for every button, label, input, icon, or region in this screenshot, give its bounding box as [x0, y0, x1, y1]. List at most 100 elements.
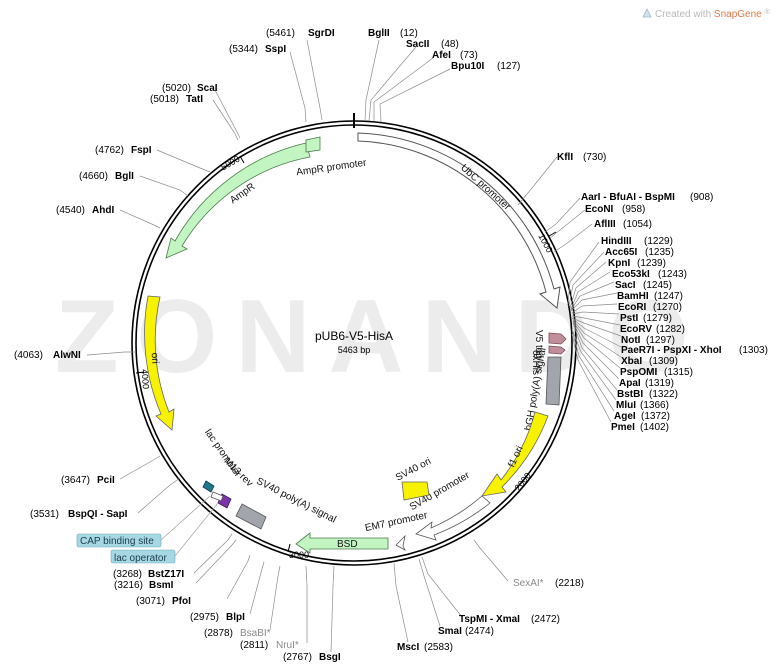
sv40-promoter-arrow[interactable]: [415, 495, 491, 541]
site-name[interactable]: SacI: [615, 280, 636, 291]
site-name[interactable]: SexAI*: [513, 578, 544, 589]
site-name[interactable]: AfeI: [432, 50, 451, 61]
site-pos[interactable]: (1235): [645, 247, 674, 258]
site-pos[interactable]: (2472): [531, 614, 560, 625]
site-name[interactable]: NruI*: [276, 640, 299, 651]
site-name[interactable]: BamHI: [617, 291, 649, 302]
site-pos[interactable]: (3268): [113, 569, 142, 580]
site-name[interactable]: Acc65I: [605, 247, 637, 258]
site-name[interactable]: HindIII: [601, 236, 632, 247]
site-pos[interactable]: (2811): [240, 640, 268, 651]
site-pos[interactable]: (1279): [643, 313, 672, 324]
site-pos[interactable]: (1303): [739, 345, 768, 356]
site-pos[interactable]: (1309): [649, 356, 678, 367]
site-name[interactable]: EcoRV: [620, 324, 652, 335]
ampr-promoter-arrow[interactable]: [305, 136, 321, 153]
site-name[interactable]: ScaI: [197, 83, 218, 94]
site-name[interactable]: PfoI: [172, 596, 191, 607]
site-pos[interactable]: (730): [583, 152, 606, 163]
site-name[interactable]: EcoRI: [618, 302, 647, 313]
site-name[interactable]: SspI: [265, 44, 286, 55]
site-name[interactable]: SmaI: [438, 626, 462, 637]
site-name[interactable]: BsgI: [319, 652, 341, 663]
site-name[interactable]: BstBI: [617, 389, 643, 400]
site-name[interactable]: KflI: [557, 152, 573, 163]
site-name[interactable]: Eco53kI: [612, 269, 650, 280]
site-name[interactable]: BspQI - SapI: [68, 509, 128, 520]
site-pos[interactable]: (1372): [641, 411, 670, 422]
site-name[interactable]: BsaBI*: [240, 628, 271, 639]
site-pos[interactable]: (3647): [61, 475, 90, 486]
site-name[interactable]: MscI: [397, 642, 419, 653]
site-pos[interactable]: (4762): [95, 145, 124, 156]
site-pos[interactable]: (2583): [424, 642, 453, 653]
cap-binding-box[interactable]: [76, 533, 162, 548]
site-pos[interactable]: (5020): [162, 83, 191, 94]
site-name[interactable]: FspI: [131, 145, 152, 156]
site-pos[interactable]: (2218): [555, 578, 584, 589]
site-pos[interactable]: (908): [690, 192, 713, 203]
site-pos[interactable]: (1322): [649, 389, 678, 400]
site-name[interactable]: NotI: [621, 335, 641, 346]
site-name[interactable]: SacII: [406, 39, 430, 50]
site-name[interactable]: BlpI: [226, 612, 245, 623]
site-name[interactable]: AflIII: [594, 219, 616, 230]
site-pos[interactable]: (1245): [643, 280, 672, 291]
site-name[interactable]: AlwNI: [53, 350, 81, 361]
site-pos[interactable]: (1402): [640, 422, 669, 433]
site-pos[interactable]: (1366): [640, 400, 669, 411]
site-pos[interactable]: (1319): [645, 378, 674, 389]
site-pos[interactable]: (5344): [229, 44, 258, 55]
sv40-ori-box[interactable]: [401, 481, 430, 501]
site-pos[interactable]: (1282): [656, 324, 685, 335]
site-name[interactable]: PaeR7I - PspXI - XhoI: [621, 345, 722, 356]
v5-tag-marker[interactable]: [548, 332, 567, 345]
site-name[interactable]: KpnI: [608, 258, 630, 269]
site-pos[interactable]: (2975): [190, 612, 219, 623]
site-pos[interactable]: (1315): [664, 367, 693, 378]
site-pos[interactable]: (5461): [266, 28, 295, 39]
site-name[interactable]: TspMI - XmaI: [459, 614, 520, 625]
lac-small-a[interactable]: [202, 480, 215, 493]
his6-tag-marker[interactable]: [548, 345, 566, 355]
site-pos[interactable]: (3071): [136, 596, 165, 607]
site-pos[interactable]: (1297): [646, 335, 675, 346]
site-pos[interactable]: (5018): [150, 94, 179, 105]
sv40-polya-box[interactable]: [235, 503, 267, 530]
site-name[interactable]: PmeI: [611, 422, 635, 433]
site-pos[interactable]: (3216): [114, 580, 143, 591]
bsd-arrow[interactable]: [295, 532, 389, 554]
site-pos[interactable]: (48): [441, 39, 459, 50]
ampr-arrow[interactable]: [165, 142, 311, 259]
site-name[interactable]: MluI: [616, 400, 636, 411]
site-pos[interactable]: (958): [622, 204, 645, 215]
site-name[interactable]: EcoNI: [585, 204, 614, 215]
site-name[interactable]: AhdI: [92, 205, 114, 216]
site-name[interactable]: PspOMI: [620, 367, 657, 378]
site-pos[interactable]: (3531): [30, 509, 59, 520]
site-pos[interactable]: (1247): [654, 291, 683, 302]
site-name[interactable]: PciI: [97, 475, 115, 486]
site-pos[interactable]: (73): [460, 50, 478, 61]
site-pos[interactable]: (4660): [79, 171, 108, 182]
site-pos[interactable]: (4540): [56, 205, 85, 216]
site-name[interactable]: BstZ17I: [148, 569, 184, 580]
site-pos[interactable]: (127): [497, 61, 520, 72]
site-name[interactable]: BsmI: [149, 580, 174, 591]
site-name[interactable]: PstI: [620, 313, 639, 324]
site-pos[interactable]: (4063): [14, 350, 43, 361]
site-name[interactable]: ApaI: [619, 378, 641, 389]
site-name[interactable]: AarI - BfuAI - BspMI: [581, 192, 675, 203]
lac-small-b[interactable]: [210, 491, 224, 502]
site-name[interactable]: Bpu10I: [451, 61, 485, 72]
site-name[interactable]: SgrDI: [308, 28, 335, 39]
site-pos[interactable]: (1270): [653, 302, 682, 313]
bgh-polya-box[interactable]: [545, 356, 562, 406]
site-pos[interactable]: (1229): [644, 236, 673, 247]
ubc-promoter-arrow[interactable]: [357, 132, 561, 309]
site-name[interactable]: XbaI: [621, 356, 642, 367]
site-pos[interactable]: (2878): [204, 628, 233, 639]
site-pos[interactable]: (2474): [465, 626, 494, 637]
site-name[interactable]: BglII: [368, 28, 390, 39]
site-name[interactable]: AgeI: [614, 411, 636, 422]
